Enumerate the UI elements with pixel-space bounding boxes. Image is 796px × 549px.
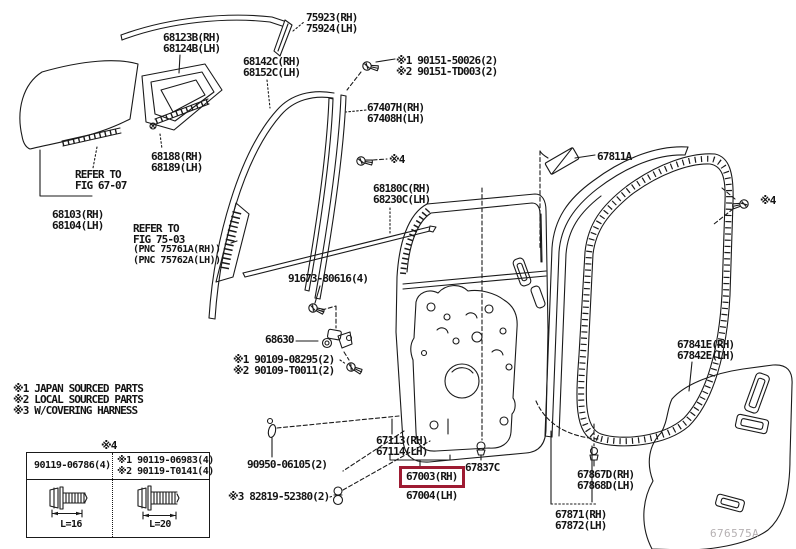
table-rule — [27, 479, 209, 480]
clip-icon — [589, 423, 599, 467]
grommet-icon — [476, 441, 486, 461]
part-number-line: 67841E(RH) — [677, 338, 735, 351]
note-refer-fig-7503: REFER TO FIG 75-03 (PNC 75761A(RH)) (PNC… — [133, 222, 221, 266]
screw-icon — [731, 198, 750, 212]
callout-screws-90109[interactable]: ※1 90109-08295(2) ※2 90109-T0011(2) — [233, 353, 335, 377]
part-number-line: 67003(RH) — [406, 470, 458, 483]
door-glass-art — [19, 60, 139, 197]
bolt-icon — [137, 485, 180, 520]
part-number-line: 67408H(LH) — [367, 112, 425, 125]
part-number-line: 68152C(LH) — [243, 66, 301, 79]
callout-weatherstrip-67871[interactable]: 67871(RH) 67872(LH) — [555, 509, 607, 531]
clip-icon — [329, 486, 344, 506]
part-number-line: 67842E(LH) — [677, 349, 735, 362]
callout-door-panel-67003-selected[interactable]: 67003(RH) — [399, 466, 465, 488]
screw-icon — [355, 155, 374, 168]
callout-screw-82819[interactable]: ※3 82819-52380(2) — [228, 490, 330, 503]
part-number-line: 75924(LH) — [306, 22, 358, 35]
leader-line — [375, 58, 396, 63]
part-number-line: 68180C(RH) — [373, 182, 431, 195]
callout-cushion-67811a[interactable]: 67811A — [597, 150, 632, 163]
callout-door-panel-67004[interactable]: 67004(LH) — [406, 490, 458, 501]
callout-belt-moulding[interactable]: 68180C(RH) 68230C(LH) — [373, 182, 431, 206]
table-header-star4: ※4 — [101, 439, 117, 452]
part-number-line: ※3 82819-52380(2) — [228, 490, 330, 503]
part-number-line: ※1 90109-08295(2) — [233, 353, 335, 366]
callout-screws-90151[interactable]: ※1 90151-50026(2) ※2 90151-TD003(2) — [396, 54, 498, 78]
bolt-size-table: ※4 90119-06786(4) ※1 90119-06983(4) ※2 9… — [26, 440, 214, 538]
part-number-line: 67868D(LH) — [577, 479, 635, 492]
part-number-line: ※2 90151-TD003(2) — [396, 65, 498, 78]
part-number-line: 67113(RH) — [376, 434, 428, 447]
callout-panel-sub-67113[interactable]: 67113(RH) 67114(LH) — [376, 435, 428, 457]
service-hole-cover-art — [643, 361, 793, 549]
callout-roof-side-moulding[interactable]: 75923(RH) 75924(LH) — [306, 12, 358, 34]
part-number-line: 68104(LH) — [52, 219, 104, 232]
reference-mark-star4-right: ※4 — [760, 194, 776, 207]
pin-icon — [266, 417, 277, 458]
part-number-line: 67867D(RH) — [577, 468, 635, 481]
roof-side-moulding-art — [120, 14, 305, 57]
table-part-right[interactable]: ※1 90119-06983(4) ※2 90119-T0141(4) — [117, 455, 214, 477]
table-length-left: L=16 — [60, 519, 82, 530]
callout-door-glass[interactable]: 68103(RH) 68104(LH) — [52, 209, 104, 231]
guide-channel-art — [304, 94, 367, 300]
callout-glass-run[interactable]: 68142C(RH) 68152C(LH) — [243, 55, 301, 79]
part-number-line: 68188(RH) — [151, 150, 203, 163]
note-refer-fig-6707: REFER TO FIG 67-07 — [75, 168, 127, 192]
lock-art — [295, 285, 364, 377]
belt-moulding-art — [242, 207, 437, 278]
callout-guide-channel[interactable]: 67407H(RH) 67408H(LH) — [367, 101, 425, 125]
part-number-line: 68630 — [265, 333, 295, 346]
callout-quarter-frame-moulding[interactable]: 68123B(RH) 68124B(LH) — [163, 31, 221, 55]
cushion-art — [539, 147, 596, 250]
part-number-line: 68142C(RH) — [243, 55, 301, 68]
callout-lock-68630[interactable]: 68630 — [265, 333, 295, 346]
callout-clip-67867d[interactable]: 67867D(RH) 67868D(LH) — [577, 468, 635, 492]
table-part-left[interactable]: 90119-06786(4) — [34, 460, 111, 471]
callout-quarter-glass[interactable]: 68188(RH) 68189(LH) — [151, 151, 203, 173]
part-number-line: 68103(RH) — [52, 208, 104, 221]
part-number-line: 68230C(LH) — [373, 193, 431, 206]
part-number-line: 67871(RH) — [555, 508, 607, 521]
part-number-line: 67811A — [597, 150, 632, 163]
part-number-line: 67114(LH) — [376, 445, 428, 458]
callout-bolt-91673[interactable]: 91673-80616(4) — [288, 272, 369, 285]
legend-notes: ※1 JAPAN SOURCED PARTS ※2 LOCAL SOURCED … — [13, 382, 144, 417]
part-number-line: 67407H(RH) — [367, 101, 425, 114]
callout-clip-90950[interactable]: 90950-06105(2) — [247, 458, 328, 471]
weatherstrip-art — [535, 153, 734, 447]
quarter-window-frame-art — [141, 54, 223, 150]
part-number-line: 68124B(LH) — [163, 42, 221, 55]
bolt-icon — [49, 486, 88, 518]
part-number-line: ※2 90109-T0011(2) — [233, 364, 335, 377]
door-sash-art — [544, 146, 689, 438]
part-number-line: 68123B(RH) — [163, 31, 221, 44]
part-number-line: 67837C — [465, 461, 500, 474]
table-divider — [112, 453, 113, 537]
leader-line — [346, 71, 362, 91]
callout-grommet-67837c[interactable]: 67837C — [465, 461, 500, 474]
part-number-line: 75923(RH) — [306, 11, 358, 24]
part-number-line: 67004(LH) — [406, 489, 458, 502]
part-number-line: 90950-06105(2) — [247, 458, 328, 471]
door-panel-art — [276, 187, 549, 491]
leader-line — [372, 158, 388, 161]
part-number-line: 68189(LH) — [151, 161, 203, 174]
part-number-line: 91673-80616(4) — [288, 272, 369, 285]
callout-cover-67841e[interactable]: 67841E(RH) 67842E(LH) — [677, 338, 735, 362]
reference-mark-star4-upper: ※4 — [389, 153, 405, 166]
part-number-line: ※1 90151-50026(2) — [396, 54, 498, 67]
weatherstrip-bracket-art — [550, 430, 598, 505]
part-number-line: 67872(LH) — [555, 519, 607, 532]
glass-run-art — [208, 79, 335, 320]
screw-icon — [361, 60, 380, 74]
figure-watermark: 676575A — [710, 527, 760, 540]
table-length-right: L=20 — [149, 519, 171, 530]
